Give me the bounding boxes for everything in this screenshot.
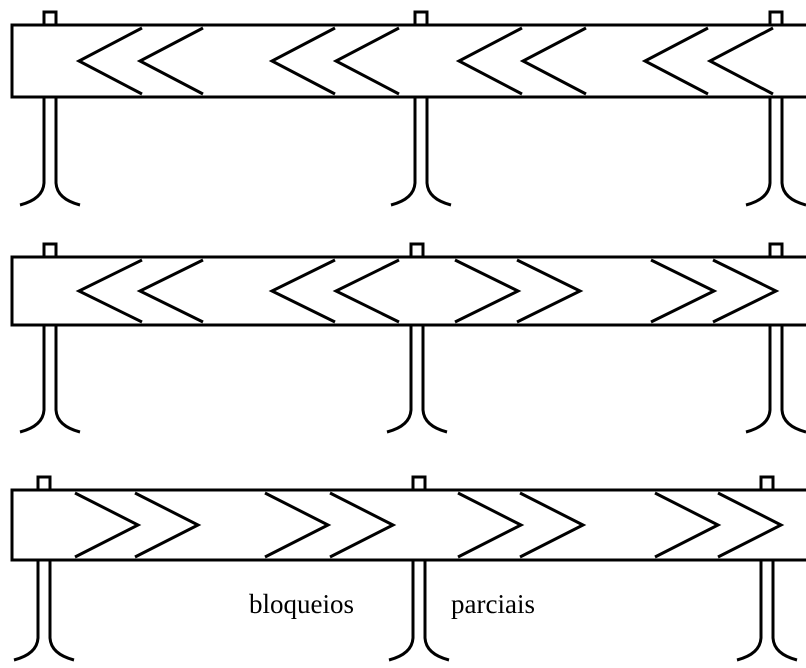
barrier-leg [745, 97, 806, 207]
barrier-lamp [768, 242, 784, 259]
barrier-leg [388, 560, 450, 662]
chevron-left-icon [519, 26, 587, 96]
barrier-leg [736, 560, 798, 662]
chevron-right-icon [650, 258, 718, 324]
barrier-lamp [409, 242, 425, 259]
barrier-leg [13, 560, 75, 662]
chevron-right-icon [264, 491, 332, 559]
chevron-left-icon [641, 26, 709, 96]
chevron-left-icon [332, 258, 400, 324]
barrier-mixed-arrows [10, 242, 806, 434]
barrier-lamp [411, 475, 427, 492]
chevron-right-icon [717, 491, 785, 559]
chevron-left-icon [706, 26, 774, 96]
barrier-right-arrows [10, 475, 806, 662]
chevron-right-icon [654, 491, 722, 559]
caption-parciais: parciais [451, 589, 535, 619]
barrier-lamp [42, 10, 58, 27]
barrier-board [10, 488, 806, 562]
chevron-left-icon [136, 258, 204, 324]
chevron-right-icon [329, 491, 397, 559]
chevron-right-icon [134, 491, 202, 559]
chevron-right-icon [74, 491, 142, 559]
barrier-lamp [768, 10, 784, 27]
chevron-left-icon [75, 258, 143, 324]
barrier-leg [386, 325, 448, 434]
barrier-lamp [413, 10, 429, 27]
chevron-left-icon [136, 26, 204, 96]
barrier-board [10, 23, 806, 99]
barrier-leg [19, 97, 81, 207]
barrier-leg [745, 325, 806, 434]
chevron-left-icon [268, 26, 336, 96]
chevron-left-icon [268, 258, 336, 324]
chevron-right-icon [454, 258, 522, 324]
barrier-lamp [759, 475, 775, 492]
chevron-left-icon [332, 26, 400, 96]
barrier-leg [390, 97, 452, 207]
chevron-right-icon [712, 258, 780, 324]
chevron-right-icon [516, 258, 584, 324]
caption-bloqueios: bloqueios [249, 589, 354, 619]
chevron-right-icon [457, 491, 525, 559]
barrier-board [10, 255, 806, 327]
barrier-left-arrows [10, 10, 806, 207]
barrier-lamp [36, 475, 52, 492]
barrier-leg [19, 325, 81, 434]
chevron-left-icon [75, 26, 143, 96]
chevron-left-icon [455, 26, 523, 96]
barrier-lamp [42, 242, 58, 259]
chevron-right-icon [519, 491, 587, 559]
